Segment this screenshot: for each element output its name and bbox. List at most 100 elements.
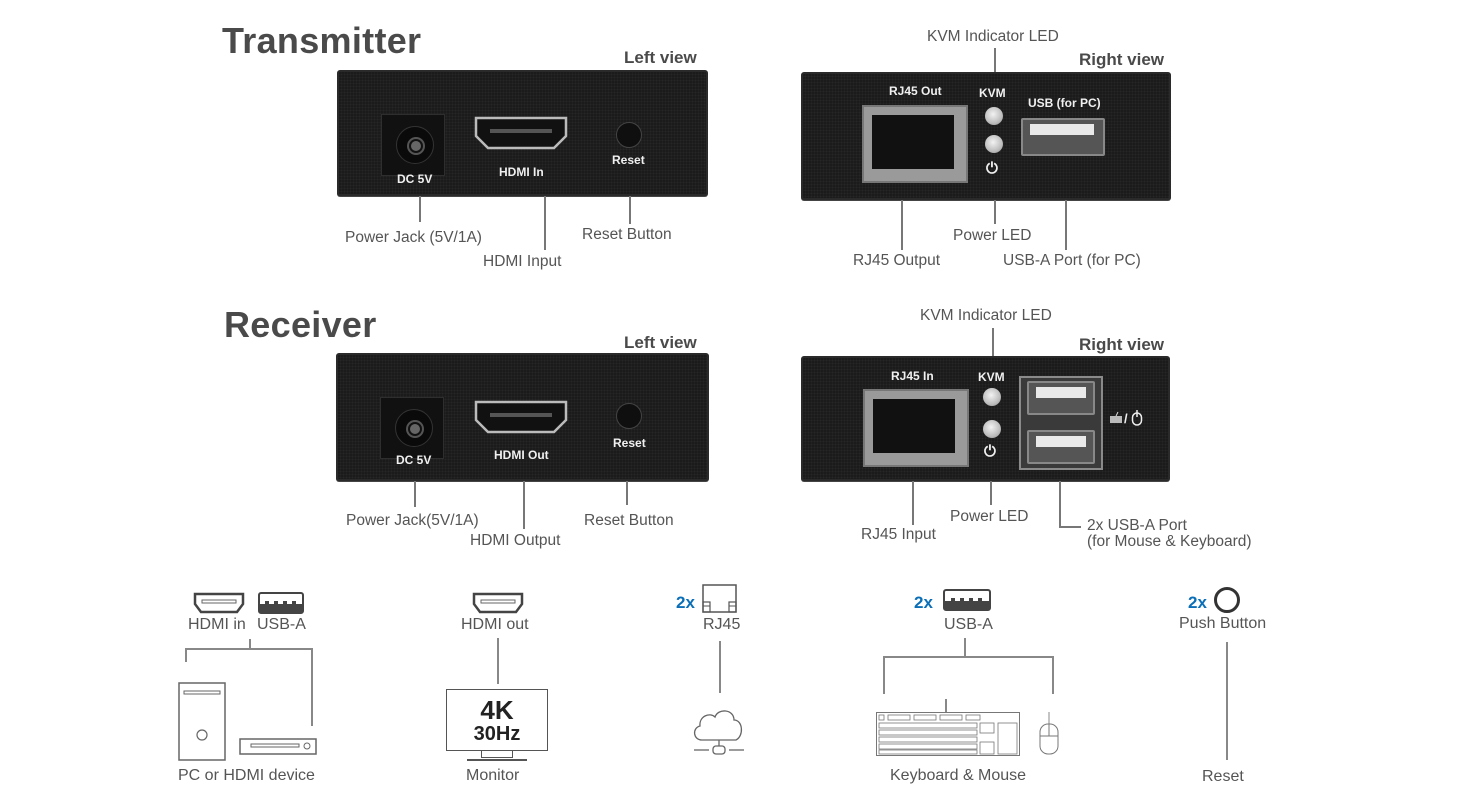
push-button-label: Push Button	[1179, 615, 1267, 632]
keyboard-icon	[876, 712, 1020, 756]
reset-button	[616, 403, 642, 429]
keyboard-symbol-icon	[1110, 412, 1122, 423]
hdmi-output-callout: HDMI Output	[470, 532, 561, 549]
rj45-output-callout: RJ45 Output	[853, 252, 941, 269]
connector-line	[1226, 642, 1228, 760]
receiver-left-panel: DC 5V HDMI Out Reset	[336, 353, 709, 481]
reset-label: Reset	[1202, 768, 1244, 785]
hdmi-port-icon	[193, 592, 245, 614]
media-player-icon	[239, 738, 317, 755]
callout-line	[626, 481, 628, 505]
kvm-led	[983, 388, 1001, 406]
usb-a-peripheral-label: USB-A	[944, 616, 993, 633]
power-led-callout: Power LED	[950, 508, 1029, 525]
power-led	[985, 135, 1003, 153]
hdmi-in-label: HDMI in	[188, 616, 246, 633]
hdmi-port-icon	[474, 116, 568, 150]
pc-tower-icon	[178, 682, 226, 761]
connector-line	[964, 638, 966, 657]
receiver-right-view-label: Right view	[1079, 335, 1165, 354]
callout-line	[990, 481, 992, 505]
callout-line	[912, 481, 914, 525]
connector-line	[883, 656, 1053, 658]
hdmi-port-icon	[472, 592, 524, 614]
power-symbol-icon: ⏻	[984, 443, 996, 460]
dc-label: DC 5V	[396, 453, 432, 467]
connector-line	[185, 648, 187, 662]
callout-line	[544, 196, 546, 250]
hdmi-input-callout: HDMI Input	[483, 253, 562, 270]
dc-power-jack	[381, 114, 445, 176]
hdmi-label: HDMI In	[499, 165, 544, 179]
callout-line	[1065, 200, 1067, 250]
transmitter-title: Transmitter	[222, 20, 422, 61]
callout-line	[992, 328, 994, 356]
rj45-icon	[702, 584, 737, 613]
receiver-left-view-label: Left view	[624, 333, 697, 352]
kvm-led-callout: KVM Indicator LED	[927, 28, 1059, 45]
usb-ports-callout-line2: (for Mouse & Keyboard)	[1087, 533, 1252, 550]
power-symbol-icon: ⏻	[986, 160, 998, 177]
transmitter-left-view-label: Left view	[624, 48, 697, 67]
reset-button-callout: Reset Button	[582, 226, 672, 243]
dual-usb-a-port	[1019, 376, 1103, 470]
push-button-icon	[1214, 587, 1240, 613]
dc-label: DC 5V	[397, 172, 433, 186]
rj45-input-callout: RJ45 Input	[861, 526, 936, 543]
monitor-base	[467, 759, 527, 761]
hdmi-label: HDMI Out	[494, 448, 549, 462]
reset-button-callout: Reset Button	[584, 512, 674, 529]
receiver-title: Receiver	[224, 304, 377, 345]
usb-a-port	[1021, 118, 1105, 156]
usb-a-count: 2x	[914, 593, 933, 612]
rj45-port	[862, 105, 968, 183]
power-jack-callout: Power Jack (5V/1A)	[345, 229, 482, 246]
callout-line	[414, 481, 416, 507]
receiver-right-panel: RJ45 In KVM ⏻ /	[801, 356, 1170, 481]
connector-line	[1052, 656, 1054, 694]
kvm-label: KVM	[979, 86, 1006, 100]
power-led-callout: Power LED	[953, 227, 1032, 244]
usb-a-icon	[258, 592, 304, 614]
connector-line	[497, 638, 499, 684]
rj45-label: RJ45 In	[891, 369, 934, 383]
reset-button	[616, 122, 642, 148]
monitor-icon: 4K 30Hz	[446, 689, 548, 751]
hdmi-out-label: HDMI out	[461, 616, 529, 633]
rj45-port	[863, 389, 969, 467]
monitor-stand	[481, 751, 513, 758]
hdmi-port-icon	[474, 400, 568, 434]
kvm-led-callout: KVM Indicator LED	[920, 307, 1052, 324]
keyboard-mouse-label: Keyboard & Mouse	[890, 767, 1027, 784]
callout-line	[523, 481, 525, 529]
callout-line	[1059, 481, 1061, 527]
connector-line	[185, 648, 312, 650]
usb-port-callout: USB-A Port (for PC)	[1003, 252, 1141, 269]
connector-line	[311, 648, 313, 726]
usb-a-icon	[943, 589, 991, 611]
dc-power-jack	[380, 397, 444, 459]
transmitter-right-view-label: Right view	[1079, 50, 1165, 69]
reset-label: Reset	[613, 436, 646, 450]
connector-line	[249, 639, 251, 649]
callout-line	[994, 48, 996, 72]
kvm-led	[985, 107, 1003, 125]
connector-line	[719, 641, 721, 693]
monitor-refresh-rate: 30Hz	[473, 723, 521, 745]
pc-device-label: PC or HDMI device	[178, 767, 315, 784]
usb-label: USB (for PC)	[1028, 96, 1101, 110]
usb-a-label: USB-A	[257, 616, 306, 633]
callout-line	[1059, 526, 1081, 528]
rj45-label: RJ45 Out	[889, 84, 942, 98]
power-jack-callout: Power Jack(5V/1A)	[346, 512, 479, 529]
monitor-resolution: 4K	[480, 695, 514, 725]
connector-line	[883, 656, 885, 694]
transmitter-left-panel: DC 5V HDMI In Reset	[337, 70, 708, 196]
kvm-label: KVM	[978, 370, 1005, 384]
callout-line	[629, 196, 631, 224]
reset-label: Reset	[612, 153, 645, 167]
mouse-symbol-icon	[1131, 410, 1143, 426]
callout-line	[419, 196, 421, 222]
slash-separator: /	[1124, 411, 1128, 426]
mouse-icon	[1039, 712, 1059, 755]
